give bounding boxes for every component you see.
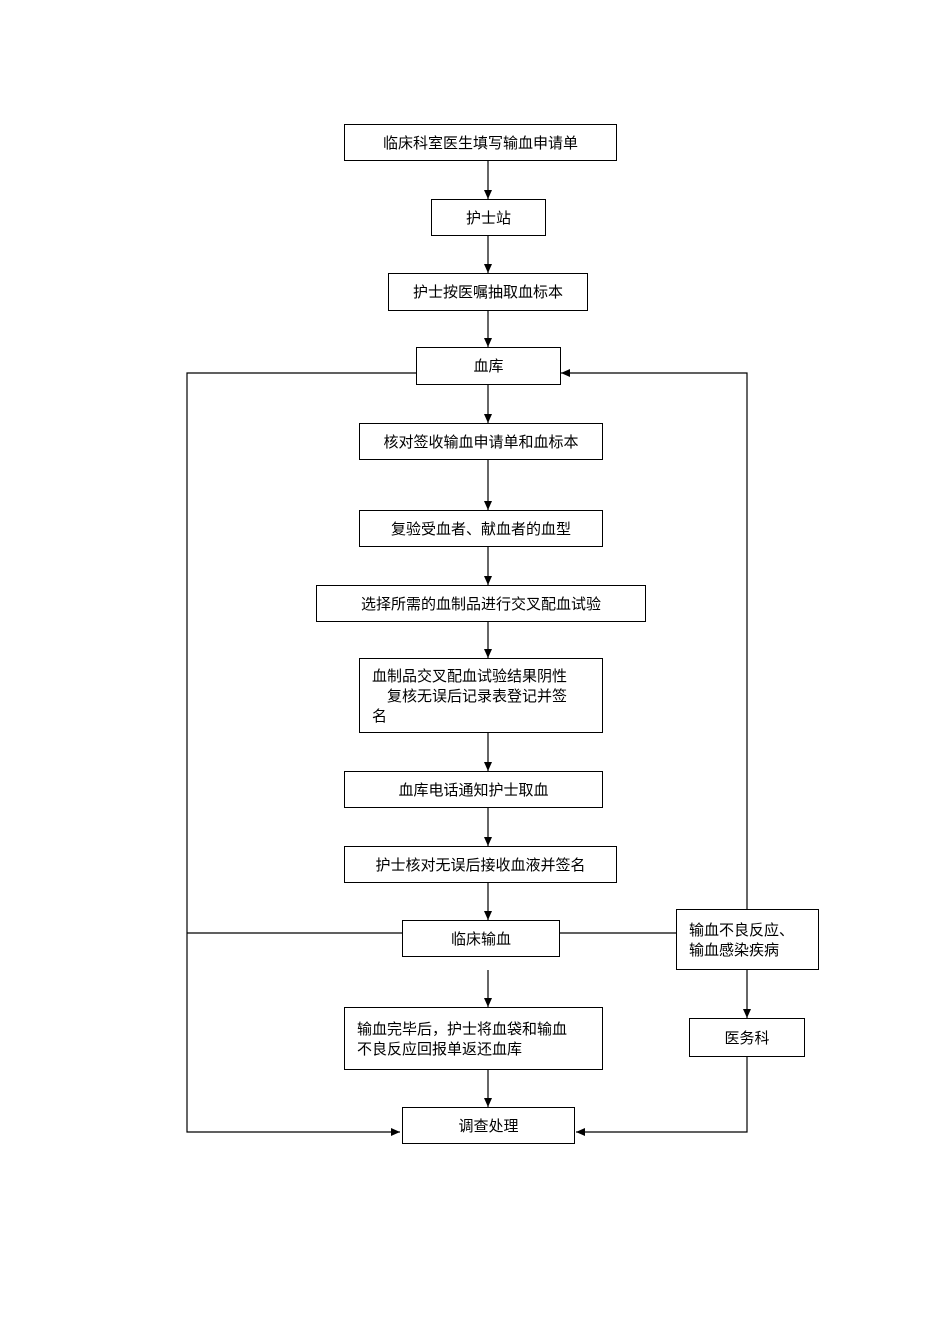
side-adverse-reaction-line-1: 输血不良反应、 (689, 920, 795, 939)
step-investigation-label: 调查处理 (458, 1116, 519, 1135)
step-blood-bank-label: 血库 (473, 357, 504, 375)
step-crossmatch: 选择所需的血制品进行交叉配血试验 (316, 585, 646, 622)
side-medical-affairs: 医务科 (689, 1018, 805, 1057)
medical-to-investigation (576, 1057, 748, 1136)
step-doctor-request-label: 临床科室医生填写输血申请单 (382, 133, 578, 152)
step-crossmatch-result-line-1: 血制品交叉配血试验结果阴性 (372, 666, 568, 685)
step-crossmatch-result-line-3: 名 (372, 706, 388, 725)
adverse-to-bloodbank (561, 369, 748, 909)
side-medical-affairs-label: 医务科 (724, 1028, 770, 1047)
step-return-bag: 输血完毕后，护士将血袋和输血 不良反应回报单返还血库 (344, 1007, 603, 1070)
step-investigation: 调查处理 (402, 1107, 575, 1144)
side-adverse-reaction: 输血不良反应、 输血感染疾病 (676, 909, 819, 970)
step-nurse-receive-label: 护士核对无误后接收血液并签名 (375, 855, 586, 874)
step-draw-sample: 护士按医嘱抽取血标本 (388, 273, 588, 311)
step-return-bag-line-1: 输血完毕后，护士将血袋和输血 (357, 1019, 568, 1038)
left-loop-line (186, 372, 416, 1136)
step-nurse-station-label: 护士站 (465, 208, 511, 227)
step-retest-blood-type-label: 复验受血者、献血者的血型 (390, 519, 571, 538)
step-notify-nurse: 血库电话通知护士取血 (344, 771, 603, 808)
step-crossmatch-result: 血制品交叉配血试验结果阴性 复核无误后记录表登记并签 名 (359, 658, 603, 733)
step-retest-blood-type: 复验受血者、献血者的血型 (359, 510, 603, 547)
step-crossmatch-label: 选择所需的血制品进行交叉配血试验 (360, 594, 601, 613)
step-verify-receive: 核对签收输血申请单和血标本 (359, 423, 603, 460)
step-crossmatch-result-line-2: 复核无误后记录表登记并签 (372, 686, 568, 705)
step-verify-receive-label: 核对签收输血申请单和血标本 (383, 432, 579, 451)
step-clinical-transfusion-label: 临床输血 (450, 929, 511, 948)
step-doctor-request: 临床科室医生填写输血申请单 (344, 124, 617, 161)
step-nurse-receive: 护士核对无误后接收血液并签名 (344, 846, 617, 883)
step-notify-nurse-label: 血库电话通知护士取血 (398, 780, 549, 799)
step-clinical-transfusion: 临床输血 (402, 920, 560, 957)
step-draw-sample-label: 护士按医嘱抽取血标本 (412, 283, 563, 301)
step-nurse-station: 护士站 (431, 199, 546, 236)
step-blood-bank: 血库 (416, 347, 561, 385)
side-adverse-reaction-line-2: 输血感染疾病 (689, 940, 780, 959)
step-return-bag-line-2: 不良反应回报单返还血库 (357, 1039, 523, 1058)
